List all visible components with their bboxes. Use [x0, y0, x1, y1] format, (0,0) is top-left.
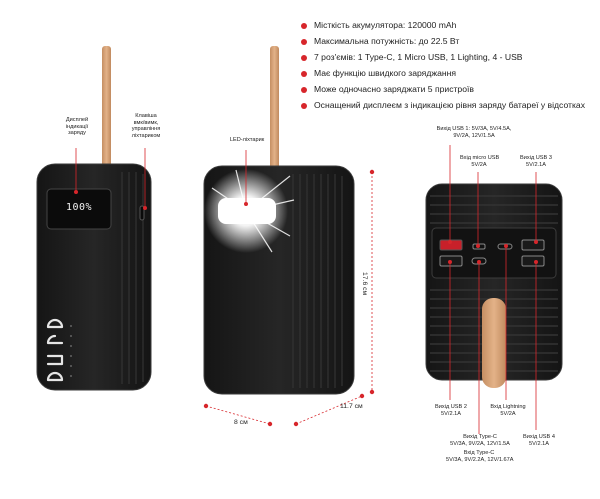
typec-out-label: Вихід Type-C 5V/3A, 9V/2A, 12V/1.5A — [450, 434, 510, 447]
charge-display — [46, 188, 112, 230]
power-button-label: Клавіша вмк/вимк, управління ліхтариком — [131, 113, 161, 140]
usb1-port — [439, 239, 463, 251]
power-bank-ports-view — [425, 183, 563, 388]
display-readout: 100% — [65, 202, 93, 213]
usb3-port — [521, 239, 545, 251]
feature-item: Максимальна потужність: до 22.5 Вт — [300, 34, 585, 50]
bullet-icon — [301, 23, 307, 29]
bullet-icon — [301, 102, 307, 109]
usb4-label: Вихід USB 4 5V/2.1A — [523, 434, 555, 447]
usb4-port — [521, 255, 545, 267]
aura-logo — [46, 318, 64, 382]
power-bank-front-view — [36, 46, 152, 391]
feature-item: Місткість акумулятора: 120000 mAh — [300, 18, 585, 34]
display-label: Дисплей індикації заряду — [65, 117, 89, 137]
micro-usb-label: Вхід micro USB 5V/2A — [460, 155, 500, 168]
typec-in-label: Вхід Type-C 5V/3A, 9V/2.2A, 12V/1.67A — [446, 450, 514, 463]
feature-item: Може одночасно заряджати 5 пристроїв — [300, 82, 585, 98]
bullet-icon — [301, 54, 307, 61]
led-label: LED-ліхтарик — [229, 137, 265, 143]
bullet-icon — [301, 70, 307, 77]
lightning-label: Вхід Lightning 5V/2A — [490, 404, 526, 417]
power-bank-led-view — [203, 46, 355, 395]
feature-list: Місткість акумулятора: 120000 mAh Максим… — [300, 18, 585, 113]
led-flashlight — [218, 198, 276, 224]
height-dimension: 17.6 см — [361, 272, 368, 296]
usb2-label: Вихід USB 2 5V/2.1A — [435, 404, 467, 417]
callout-lines — [74, 145, 539, 434]
feature-item: 7 роз'ємів: 1 Type-C, 1 Micro USB, 1 Lig… — [300, 50, 585, 66]
bullet-icon — [301, 38, 307, 45]
usb3-label: Вихід USB 3 5V/2.1A — [520, 155, 552, 168]
usb1-label: Вихід USB 1: 5V/3A, 5V/4.5A, 9V/2A, 12V/… — [436, 126, 512, 139]
feature-item: Має функцію швидкого заряджання — [300, 66, 585, 82]
power-button — [139, 205, 145, 221]
strap — [482, 298, 506, 388]
bullet-icon — [301, 86, 307, 93]
depth-dimension: 11.7 см — [340, 403, 363, 410]
strap — [270, 46, 279, 186]
feature-item: Оснащений дисплеєм з індикацією рівня за… — [300, 98, 585, 114]
width-dimension: 8 см — [234, 419, 248, 426]
strap — [102, 46, 111, 186]
